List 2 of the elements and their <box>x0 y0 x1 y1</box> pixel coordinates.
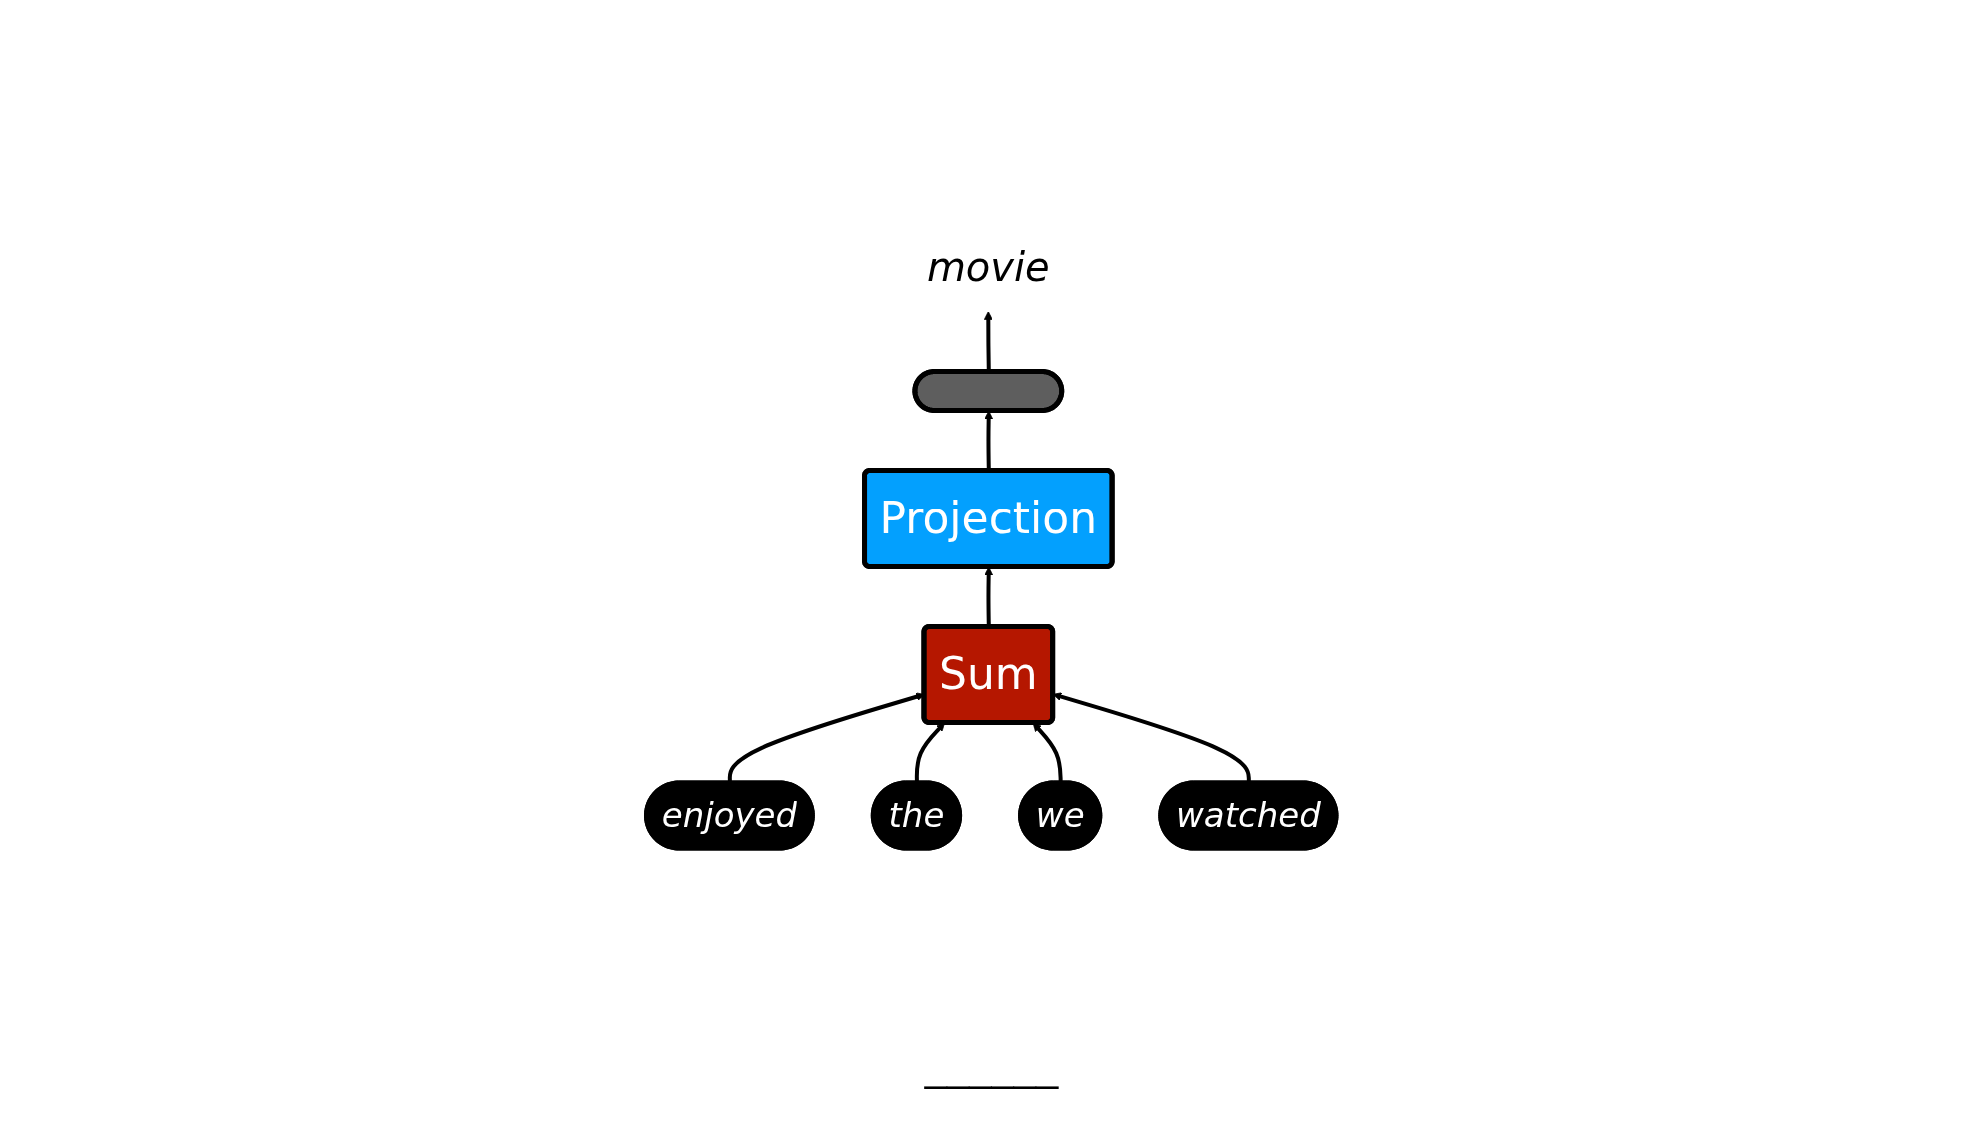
node-text: movie <box>927 243 1050 290</box>
blank-label: ______ <box>924 1045 1059 1089</box>
